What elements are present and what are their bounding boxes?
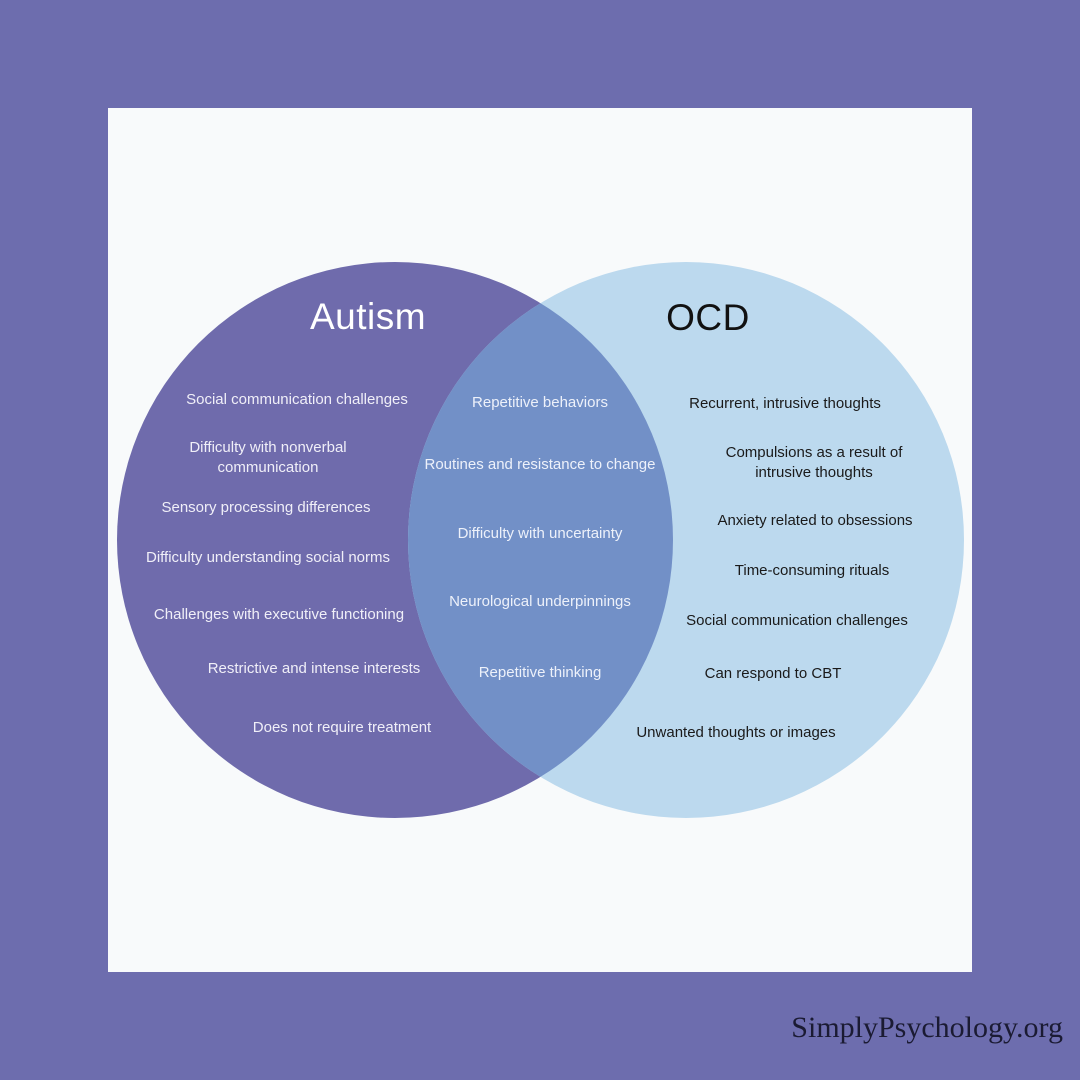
autism-title: Autism <box>309 296 427 337</box>
venn-item-ocd: Unwanted thoughts or images <box>636 724 836 741</box>
venn-item-autism: Sensory processing differences <box>161 499 371 516</box>
venn-item-autism: Challenges with executive functioning <box>153 606 405 623</box>
site-watermark: SimplyPsychology.org <box>791 1011 1063 1044</box>
venn-item-shared: Routines and resistance to change <box>424 456 656 473</box>
venn-item-autism: Restrictive and intense interests <box>207 660 421 677</box>
venn-item-ocd: Compulsions as a result of intrusive tho… <box>725 444 903 481</box>
overlap-region <box>408 262 673 818</box>
venn-item-autism: Difficulty understanding social norms <box>145 549 391 566</box>
venn-diagram <box>117 262 964 818</box>
venn-item-shared: Repetitive thinking <box>478 664 602 681</box>
venn-item-ocd: Time-consuming rituals <box>734 562 890 579</box>
ocd-title: OCD <box>666 297 750 338</box>
venn-item-ocd: Can respond to CBT <box>704 665 842 682</box>
venn-item-shared: Neurological underpinnings <box>449 593 631 610</box>
venn-item-autism: Does not require treatment <box>252 719 432 736</box>
venn-item-ocd: Social communication challenges <box>686 612 908 629</box>
venn-item-autism: Difficulty with nonverbal communication <box>189 439 347 476</box>
venn-item-shared: Repetitive behaviors <box>472 394 608 411</box>
venn-item-autism: Social communication challenges <box>186 391 408 408</box>
venn-item-ocd: Anxiety related to obsessions <box>717 512 913 529</box>
venn-item-ocd: Recurrent, intrusive thoughts <box>689 395 881 412</box>
venn-item-shared: Difficulty with uncertainty <box>457 525 623 542</box>
diagram-card: Autism OCD Social communication challeng… <box>108 108 972 972</box>
